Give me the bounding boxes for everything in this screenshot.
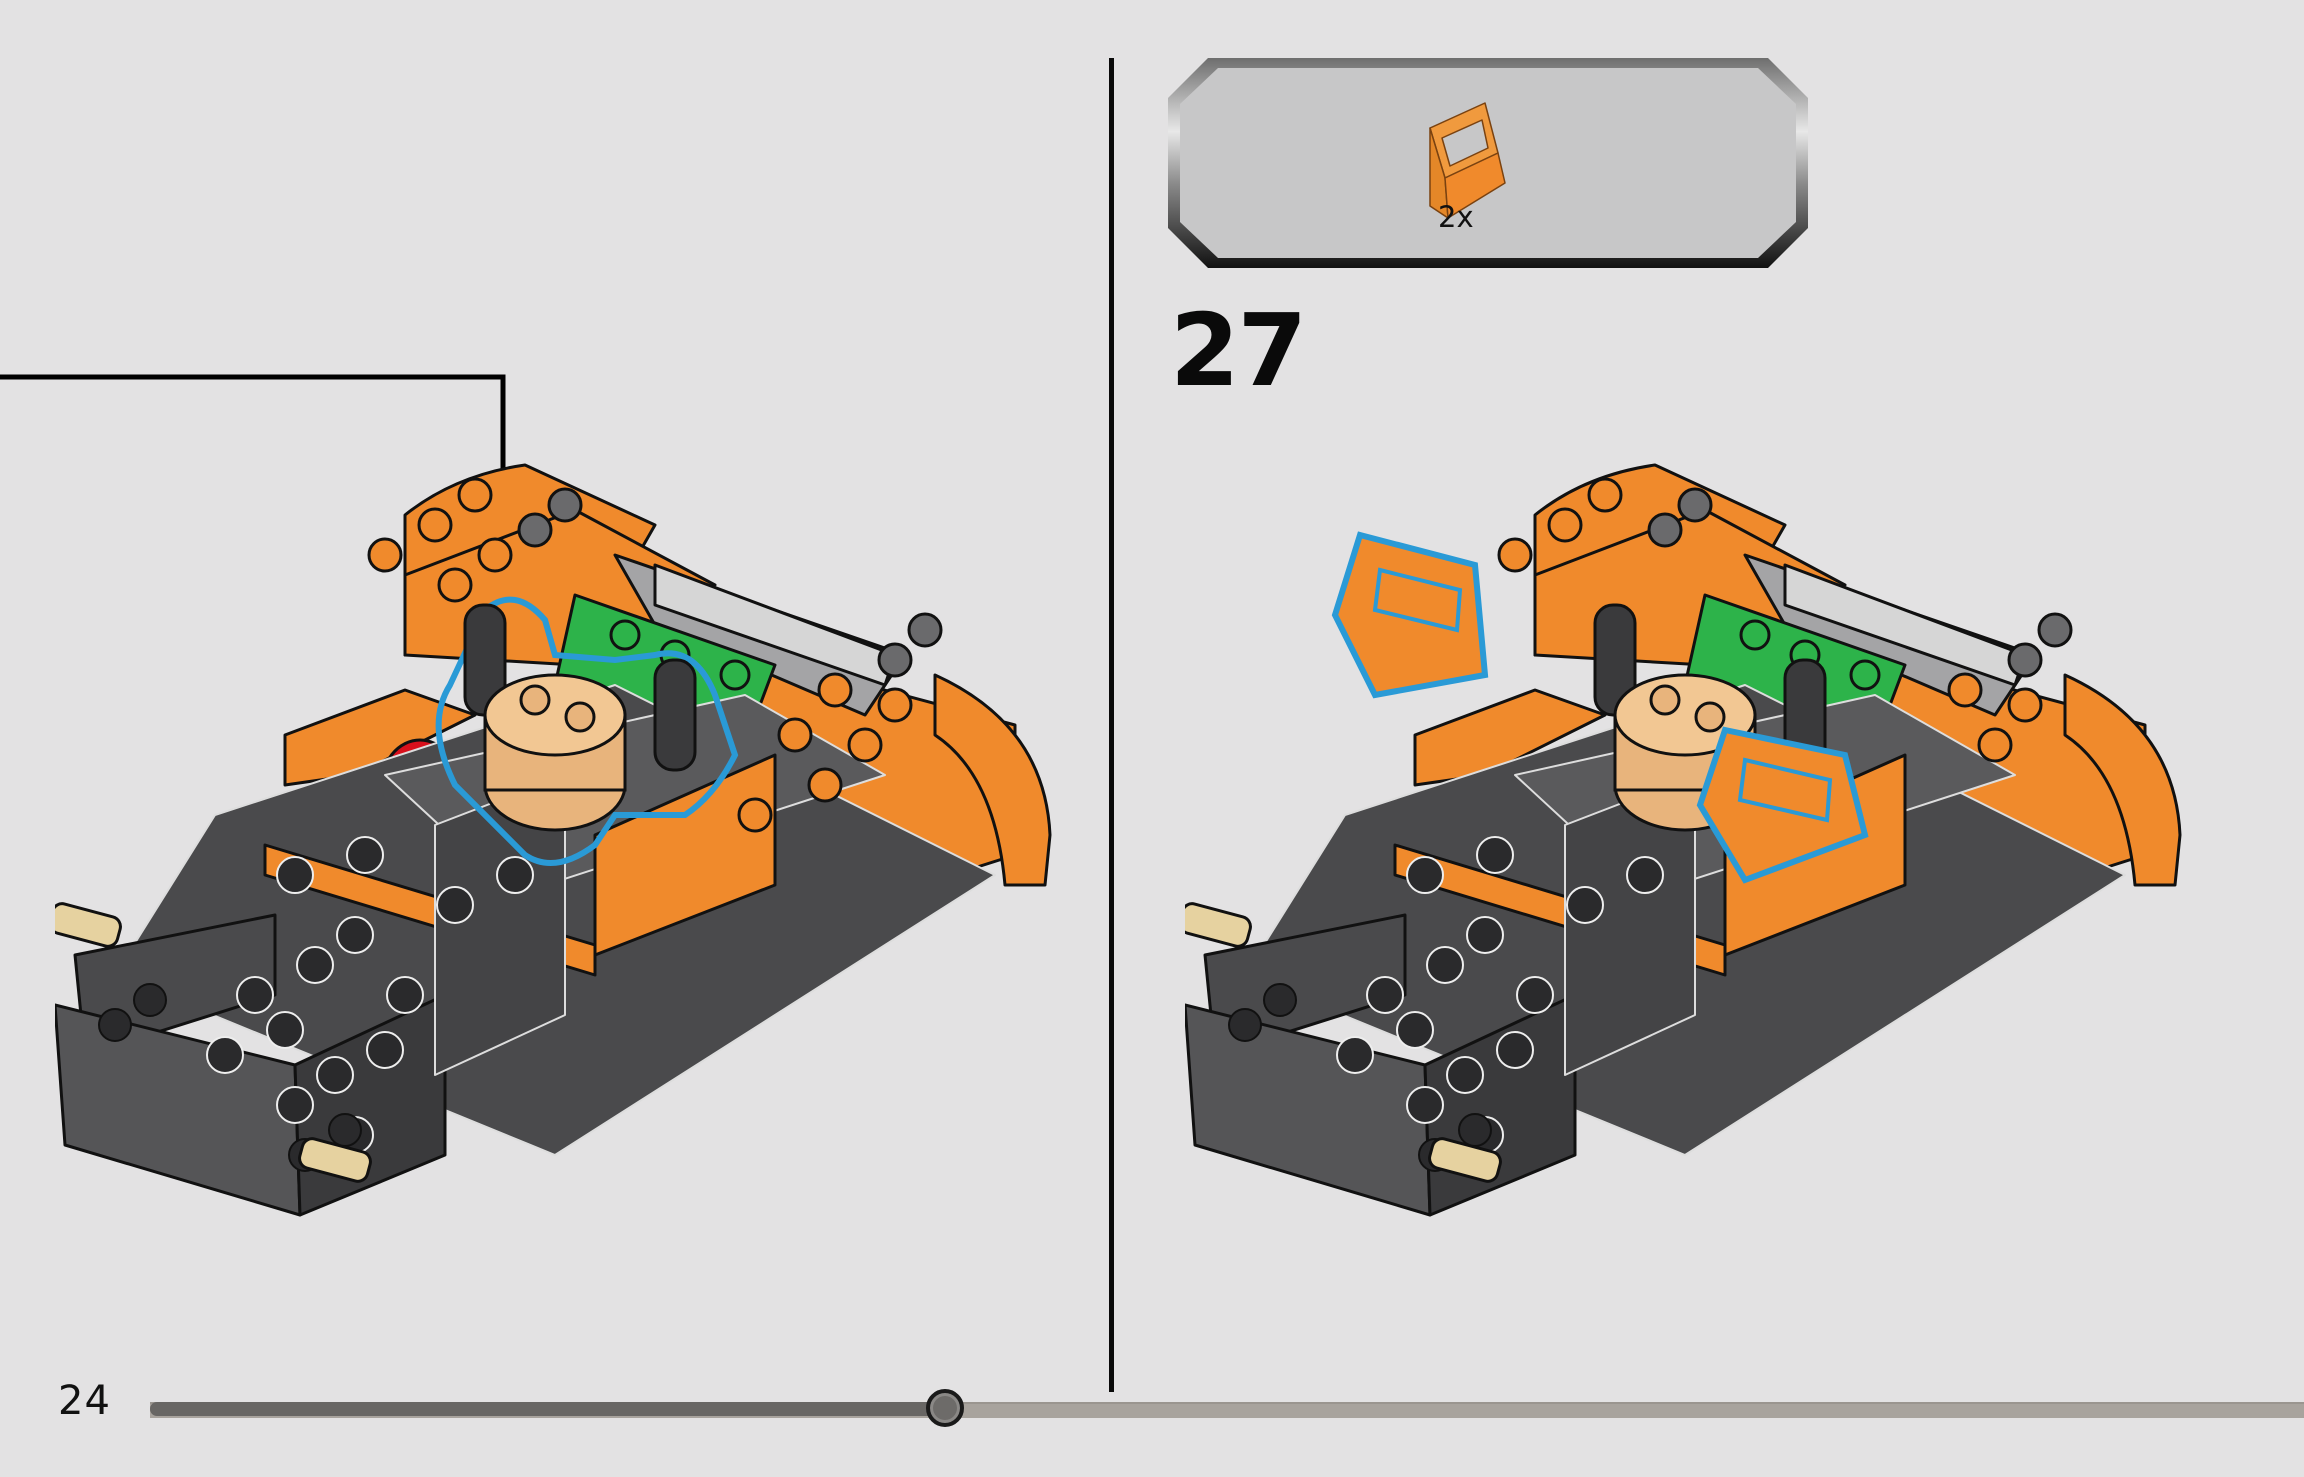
model-previous-step xyxy=(55,463,1052,1217)
added-slope-right xyxy=(1696,726,1869,884)
parts-quantity: 2x xyxy=(1438,200,1474,234)
highlight-outline xyxy=(435,596,739,866)
added-slope-left xyxy=(1331,531,1489,699)
model-current-step xyxy=(1185,463,2182,1217)
progress-knob[interactable] xyxy=(926,1389,964,1427)
page-number: 24 xyxy=(58,1378,111,1424)
step-number: 27 xyxy=(1170,292,1307,409)
orange-slope-piece-icon xyxy=(1429,102,1506,219)
parts-list-box xyxy=(1168,58,1808,268)
progress-fill xyxy=(150,1402,945,1416)
step-divider xyxy=(1109,58,1114,1392)
